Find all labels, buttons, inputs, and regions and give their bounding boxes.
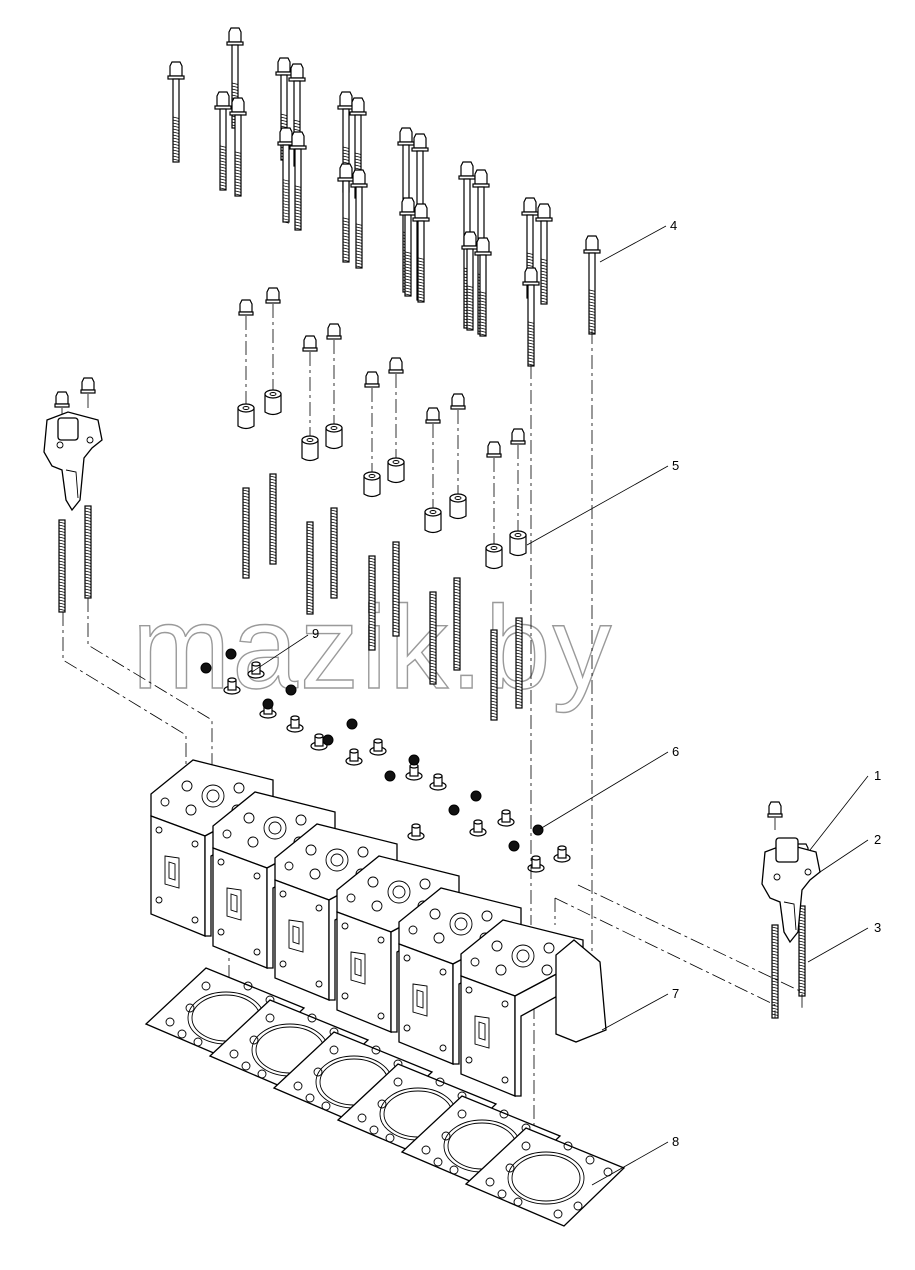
valve-seal <box>310 733 328 751</box>
valve-seal <box>553 845 571 863</box>
left-bracket <box>43 411 103 512</box>
spacer <box>325 423 343 450</box>
callout-1: 1 <box>874 768 881 783</box>
nut <box>80 377 96 410</box>
bolt <box>229 97 247 197</box>
bolt <box>412 203 430 303</box>
callout-3: 3 <box>874 920 881 935</box>
cylinder-head <box>460 919 584 1097</box>
stud <box>429 591 437 685</box>
stud <box>392 541 400 637</box>
bolt <box>461 231 479 331</box>
callout-leaders <box>251 225 869 1186</box>
nut <box>364 371 380 476</box>
bolt <box>522 267 540 367</box>
stud <box>306 521 314 615</box>
keeper-ball <box>532 824 544 836</box>
stud <box>798 905 806 997</box>
nut <box>326 323 342 428</box>
spacer <box>301 435 319 462</box>
nut <box>265 287 281 394</box>
nut <box>450 393 466 498</box>
spacer <box>237 403 255 430</box>
nut <box>54 391 70 420</box>
callout-5: 5 <box>672 458 679 473</box>
nut <box>238 299 254 408</box>
valve-seal <box>286 715 304 733</box>
cylinder-heads <box>150 759 607 1097</box>
spacer <box>387 457 405 484</box>
valve-seal <box>223 677 241 695</box>
bolt <box>337 163 355 263</box>
callout-7: 7 <box>672 986 679 1001</box>
keeper-ball <box>262 698 274 710</box>
bolt <box>167 61 185 163</box>
bolt <box>289 131 307 231</box>
keeper-ball <box>408 754 420 766</box>
stud <box>515 617 523 709</box>
cylinder-head-gaskets <box>144 967 626 1227</box>
bolt <box>399 197 417 297</box>
cylinder-head-bolts <box>167 27 601 367</box>
callout-2: 2 <box>874 832 881 847</box>
callout-labels: 1 2 3 4 5 6 7 8 9 <box>312 218 881 1149</box>
gasket <box>464 1127 626 1227</box>
nut <box>388 357 404 462</box>
keeper-ball <box>508 840 520 852</box>
valve-seal <box>407 823 425 841</box>
nut <box>486 441 502 548</box>
bolt <box>583 235 601 335</box>
keeper-ball <box>384 770 396 782</box>
keeper-ball <box>470 790 482 802</box>
callout-4: 4 <box>670 218 677 233</box>
spacer <box>509 530 527 557</box>
bolt <box>214 91 232 191</box>
callout-9: 9 <box>312 626 319 641</box>
stud <box>490 629 498 721</box>
right-bracket <box>761 837 821 944</box>
bolt <box>535 203 553 305</box>
valve-seal <box>369 738 387 756</box>
stud <box>368 555 376 651</box>
bolt <box>277 127 295 224</box>
spacers <box>237 389 527 570</box>
stud <box>453 577 461 671</box>
valve-seal <box>527 855 545 873</box>
keeper-ball <box>285 684 297 696</box>
keeper-ball <box>448 804 460 816</box>
keeper-ball <box>225 648 237 660</box>
bolt <box>474 237 492 337</box>
nuts <box>54 287 810 860</box>
stud <box>242 487 250 579</box>
spacer <box>485 543 503 570</box>
spacer <box>424 507 442 534</box>
callout-6: 6 <box>672 744 679 759</box>
stud <box>330 507 338 599</box>
keeper-ball <box>322 734 334 746</box>
valve-seal <box>469 819 487 837</box>
spacer <box>449 493 467 520</box>
callout-8: 8 <box>672 1134 679 1149</box>
spacer <box>363 471 381 498</box>
nut <box>510 428 526 535</box>
stud <box>771 924 779 1019</box>
spacer <box>264 389 282 416</box>
stud <box>84 505 92 599</box>
keeper-ball <box>346 718 358 730</box>
nut <box>302 335 318 440</box>
cylinder-head-studs <box>58 473 806 1019</box>
keeper-ball <box>200 662 212 674</box>
valve-seal <box>345 748 363 766</box>
end-cover <box>555 939 607 1043</box>
valve-seal <box>405 763 423 781</box>
nut <box>425 407 441 512</box>
valve-seal <box>429 773 447 791</box>
nut <box>767 801 783 830</box>
valve-seals <box>200 648 571 873</box>
stud <box>269 473 277 565</box>
valve-seal <box>497 809 515 827</box>
stud <box>58 519 66 613</box>
bolt <box>350 169 368 269</box>
